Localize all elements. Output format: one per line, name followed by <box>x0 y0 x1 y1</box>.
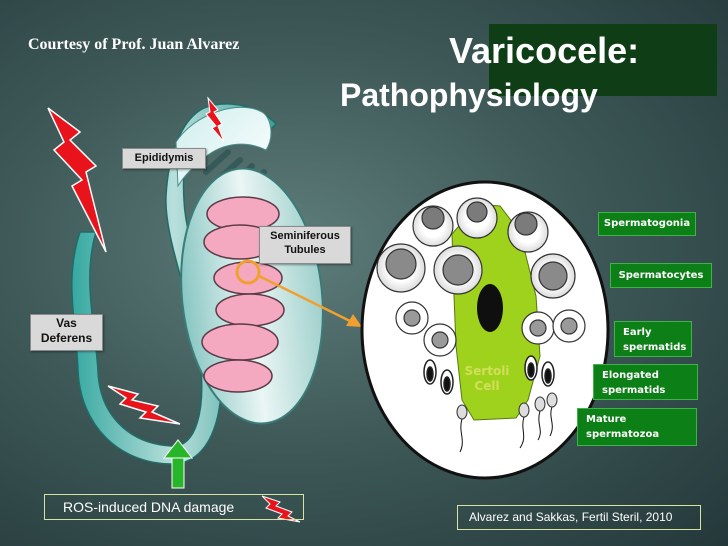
tubule-cross-section <box>360 180 610 480</box>
elongated-spermatid-cells <box>423 355 555 395</box>
mature-label-line2: spermatozoa <box>586 429 660 440</box>
slide-title-line2: Pathophysiology <box>340 77 598 113</box>
ros-legend-box: ROS-induced DNA damage <box>44 494 304 520</box>
mature-spermatozoa-label: Mature spermatozoa <box>577 408 697 446</box>
spermatogonia-label: Spermatogonia <box>598 212 696 236</box>
slide-title-line1: Varicocele: <box>449 30 640 71</box>
vas-deferens-label: Vas Deferens <box>30 314 103 351</box>
elongated-label-line2: spermatids <box>602 385 666 396</box>
lightning-bolt-icon <box>47 107 107 253</box>
citation: Alvarez and Sakkas, Fertil Steril, 2010 <box>457 505 701 530</box>
vas-label-line1: Vas <box>56 316 77 330</box>
seminiferous-label-line1: Seminiferous <box>270 230 340 242</box>
sertoli-nucleus <box>477 284 503 332</box>
courtesy-caption: Courtesy of Prof. Juan Alvarez <box>28 36 240 53</box>
mature-spermatozoa <box>456 392 558 453</box>
elongated-label-line1: Elongated <box>602 370 659 381</box>
epididymis-label: Epididymis <box>122 148 206 169</box>
ros-legend-label: ROS-induced DNA damage <box>63 499 235 515</box>
seminiferous-label-line2: Tubules <box>284 244 326 256</box>
title-background <box>489 24 717 96</box>
vas-label-line2: Deferens <box>40 331 93 345</box>
sertoli-label-line1: Sertoli <box>464 364 510 378</box>
early-spermatid-cells <box>395 301 586 357</box>
pointer-arrow-icon <box>235 259 362 327</box>
lightning-bolt-icon <box>107 385 181 425</box>
lightning-bolt-icon <box>261 495 301 523</box>
spermatocytes-label: Spermatocytes <box>610 263 712 288</box>
early-label-line2: spermatids <box>623 342 687 353</box>
early-label-line1: Early <box>623 327 652 338</box>
early-spermatids-label: Early spermatids <box>614 321 692 357</box>
vas-deferens-duct <box>71 103 278 465</box>
spermatogonia-cells <box>376 197 576 299</box>
sertoli-cell-label: Sertoli Cell <box>462 364 512 394</box>
sertoli-label-line2: Cell <box>474 379 500 393</box>
testis <box>180 167 324 425</box>
seminiferous-tubules-label: Seminiferous Tubules <box>259 226 351 264</box>
mature-label-line1: Mature <box>586 414 627 425</box>
lightning-bolt-icon <box>205 96 225 143</box>
elongated-spermatids-label: Elongated spermatids <box>593 364 698 400</box>
up-arrow-icon <box>162 439 194 489</box>
